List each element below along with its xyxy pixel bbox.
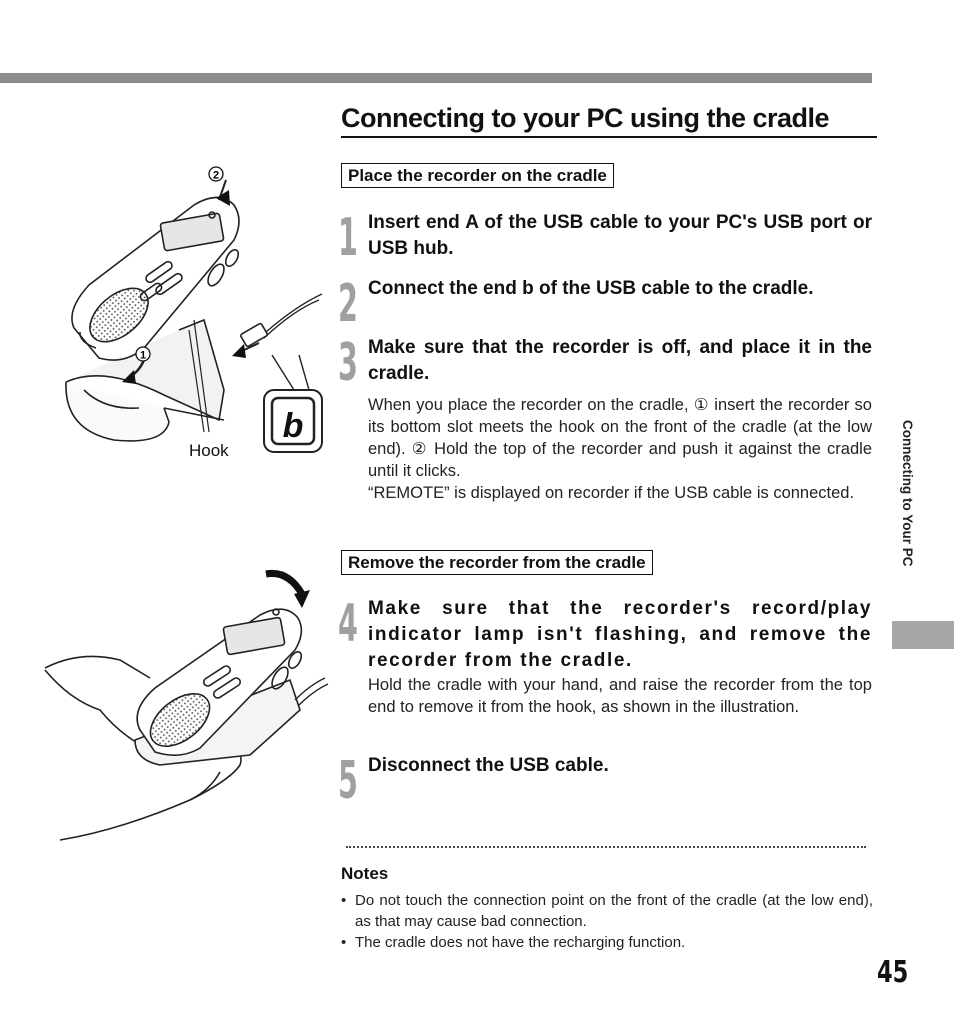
notes-title: Notes [341,864,389,883]
page-number: 45 [877,955,909,990]
recorder-removal-illustration [44,569,329,841]
section-heading-remove: Remove the recorder from the cradle [341,550,653,575]
step-4-title: Make sure that the recorder's record/pla… [368,598,872,671]
step-5-title: Disconnect the USB cable. [368,755,609,776]
step-number-2: 2 [338,274,358,334]
step-number-1: 1 [338,208,358,268]
step-number-3: 3 [338,333,358,393]
step-4-body: Hold the cradle with your hand, and rais… [368,676,872,716]
side-tab-label: Connecting to Your PC [900,420,915,567]
header-rule [0,73,872,83]
notes-list: Do not touch the connection point on the… [341,890,873,953]
note-item: The cradle does not have the recharging … [341,932,873,953]
step-number-4: 4 [338,594,358,654]
step-1-title: Insert end A of the USB cable to your PC… [368,212,872,259]
callout-1-label: 1 [140,350,146,362]
notes-divider [346,846,866,848]
hook-label: Hook [189,441,229,460]
step-3-body: When you place the recorder on the cradl… [368,396,872,480]
step-3-title: Make sure that the recorder is off, and … [368,337,872,384]
callout-2-label: 2 [213,170,219,182]
section-heading-place: Place the recorder on the cradle [341,163,614,188]
plug-b-letter: b [283,407,304,445]
page-title: Connecting to your PC using the cradle [341,102,877,138]
side-tab-marker [892,621,954,649]
step-number-5: 5 [338,751,358,811]
step-2-title: Connect the end b of the USB cable to th… [368,278,814,299]
note-item: Do not touch the connection point on the… [341,890,873,932]
step-3-body-remote: “REMOTE” is displayed on recorder if the… [368,484,855,502]
cradle-placement-illustration: 2 1 b [65,166,323,453]
